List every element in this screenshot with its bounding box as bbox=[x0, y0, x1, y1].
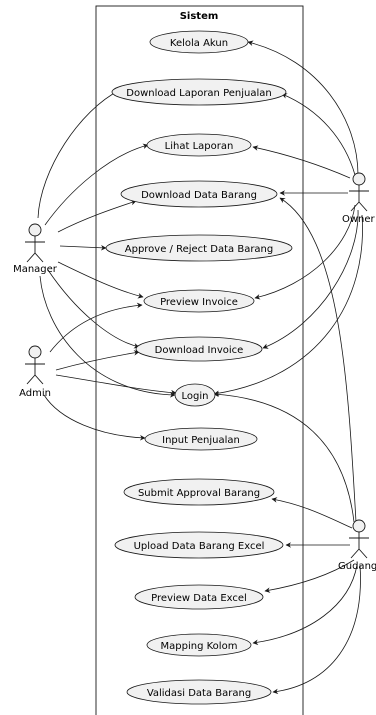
use-case-preview-data-excel[interactable]: Preview Data Excel bbox=[134, 584, 264, 610]
edge-manager-preview-invoice bbox=[57, 261, 144, 299]
edge-gudang-submit-approval bbox=[271, 497, 353, 529]
edge-owner-preview-invoice bbox=[254, 204, 356, 300]
use-case-input-penjualan[interactable]: Input Penjualan bbox=[144, 427, 258, 451]
use-case-kelola-akun[interactable]: Kelola Akun bbox=[149, 30, 249, 54]
use-case-download-data-barang-ellipse bbox=[120, 180, 278, 208]
edge-gudang-validasi bbox=[272, 564, 361, 695]
use-case-kelola-akun-label: Kelola Akun bbox=[170, 38, 228, 49]
edge-admin-login bbox=[55, 374, 177, 396]
edge-owner-download-laporan-penjualan bbox=[281, 93, 356, 176]
edge-gudang-preview-excel bbox=[264, 559, 355, 593]
actor-owner-label: Owner bbox=[342, 214, 376, 225]
edge-manager-approve-reject bbox=[59, 244, 107, 251]
use-case-preview-data-excel-ellipse bbox=[134, 584, 264, 610]
use-cases: Kelola Akun Download Laporan Penjualan L… bbox=[105, 30, 293, 705]
system-boundary-frame bbox=[95, 5, 304, 715]
actor-admin-label: Admin bbox=[19, 388, 51, 399]
actor-gudang-figure bbox=[349, 519, 369, 559]
edge-owner-download-invoice bbox=[262, 209, 359, 349]
use-case-download-invoice[interactable]: Download Invoice bbox=[135, 336, 263, 362]
use-case-login-label: Login bbox=[182, 391, 209, 402]
edge-admin-input-penjualan bbox=[43, 394, 146, 441]
edge-gudang-download-data-barang bbox=[279, 197, 357, 523]
edge-admin-download-invoice bbox=[55, 350, 140, 371]
actor-gudang-label: Gudang bbox=[338, 561, 376, 572]
actor-manager-label: Manager bbox=[13, 264, 58, 275]
edge-manager-download-laporan-penjualan bbox=[37, 89, 121, 219]
use-case-validasi-data-barang-ellipse bbox=[126, 679, 272, 705]
actor-admin-figure bbox=[25, 345, 45, 385]
associations bbox=[37, 40, 363, 695]
edge-owner-login bbox=[213, 214, 363, 397]
edge-owner-lihat-laporan bbox=[252, 145, 351, 179]
use-case-lihat-laporan-label: Lihat Laporan bbox=[165, 141, 234, 152]
edge-admin-preview-invoice bbox=[49, 302, 143, 353]
use-case-login[interactable]: Login bbox=[174, 383, 216, 407]
edge-gudang-login bbox=[213, 391, 355, 523]
use-case-download-laporan-penjualan-ellipse bbox=[111, 78, 287, 106]
use-case-preview-invoice-label: Preview Invoice bbox=[160, 297, 238, 308]
use-case-submit-approval-barang-ellipse bbox=[123, 478, 275, 506]
actor-gudang[interactable]: Gudang bbox=[338, 519, 376, 572]
use-case-approve-reject-data-barang[interactable]: Approve / Reject Data Barang bbox=[105, 234, 293, 262]
actor-admin[interactable]: Admin bbox=[19, 345, 51, 399]
actors: Manager Admin Owner bbox=[13, 172, 376, 572]
use-case-download-laporan-penjualan[interactable]: Download Laporan Penjualan bbox=[111, 78, 287, 106]
use-case-mapping-kolom-label: Mapping Kolom bbox=[161, 641, 238, 652]
use-case-login-ellipse bbox=[174, 383, 216, 407]
use-case-approve-reject-data-barang-ellipse bbox=[105, 234, 293, 262]
use-case-mapping-kolom-ellipse bbox=[146, 633, 252, 657]
use-case-download-data-barang[interactable]: Download Data Barang bbox=[120, 180, 278, 208]
use-case-submit-approval-barang-label: Submit Approval Barang bbox=[138, 488, 260, 499]
edge-owner-kelola-akun bbox=[247, 40, 359, 176]
actor-owner-figure bbox=[349, 172, 369, 212]
use-case-upload-data-barang-excel-label: Upload Data Barang Excel bbox=[134, 541, 265, 552]
edge-manager-login bbox=[39, 275, 176, 398]
use-case-validasi-data-barang[interactable]: Validasi Data Barang bbox=[126, 679, 272, 705]
system-boundary: Sistem bbox=[95, 5, 304, 715]
use-case-lihat-laporan-ellipse bbox=[146, 133, 252, 157]
edge-manager-download-data-barang bbox=[57, 199, 137, 233]
use-case-preview-invoice-ellipse bbox=[143, 289, 255, 313]
edge-manager-lihat-laporan bbox=[44, 143, 149, 226]
use-case-preview-data-excel-label: Preview Data Excel bbox=[151, 593, 247, 604]
use-case-download-data-barang-label: Download Data Barang bbox=[141, 190, 257, 201]
actor-manager[interactable]: Manager bbox=[13, 223, 58, 275]
system-title: Sistem bbox=[180, 11, 219, 22]
use-case-kelola-akun-ellipse bbox=[149, 30, 249, 54]
use-case-input-penjualan-ellipse bbox=[144, 427, 258, 451]
use-case-validasi-data-barang-label: Validasi Data Barang bbox=[147, 688, 251, 699]
use-case-download-invoice-ellipse bbox=[135, 336, 263, 362]
use-case-download-invoice-label: Download Invoice bbox=[155, 345, 244, 356]
use-case-lihat-laporan[interactable]: Lihat Laporan bbox=[146, 133, 252, 157]
use-case-mapping-kolom[interactable]: Mapping Kolom bbox=[146, 633, 252, 657]
use-case-approve-reject-data-barang-label: Approve / Reject Data Barang bbox=[125, 244, 274, 255]
actor-manager-figure bbox=[25, 223, 45, 263]
use-case-download-laporan-penjualan-label: Download Laporan Penjualan bbox=[126, 88, 271, 99]
edge-manager-download-invoice bbox=[47, 269, 140, 349]
use-case-preview-invoice[interactable]: Preview Invoice bbox=[143, 289, 255, 313]
actor-owner[interactable]: Owner bbox=[342, 172, 376, 225]
use-case-upload-data-barang-excel-ellipse bbox=[114, 531, 284, 559]
use-case-submit-approval-barang[interactable]: Submit Approval Barang bbox=[123, 478, 275, 506]
edge-gudang-mapping-kolom bbox=[252, 564, 358, 646]
use-case-input-penjualan-label: Input Penjualan bbox=[162, 435, 240, 446]
use-case-upload-data-barang-excel[interactable]: Upload Data Barang Excel bbox=[114, 531, 284, 559]
